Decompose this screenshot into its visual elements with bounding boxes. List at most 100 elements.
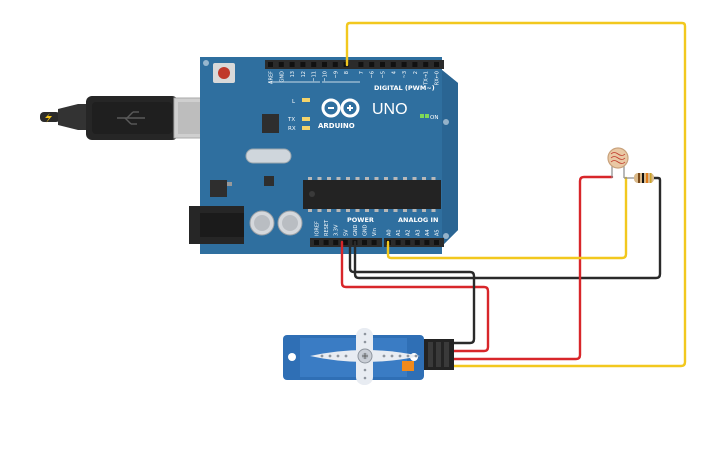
chip-pin [393,177,398,180]
servo-horn[interactable] [310,328,420,385]
header-pin[interactable] [323,240,329,245]
wire-a0-yellow[interactable] [386,176,628,260]
photoresistor[interactable] [607,147,629,178]
horn-hole [320,354,324,358]
header-pin[interactable] [268,62,273,67]
chip-pin [422,209,426,212]
chip-pin [327,177,331,180]
power-header-label: POWER [347,216,374,224]
header-pin[interactable] [412,62,418,67]
digital-pin-label: RX←0 [435,71,441,85]
chip-pin [327,209,331,212]
arduino-logo-icon [321,98,360,118]
header-pin[interactable] [322,62,327,67]
led-tx-label: TX [287,117,295,123]
capacitor [249,210,275,236]
header-pin[interactable] [405,240,411,245]
header-pin[interactable] [401,62,407,67]
digital-pin-label: 2 [413,71,419,74]
header-pin[interactable] [369,62,375,67]
horn-hole [336,354,340,358]
header-pin[interactable] [278,62,284,67]
digital-header-label: DIGITAL (PWM~) [374,84,435,92]
header-pin[interactable] [311,62,317,67]
horn-hole [390,354,394,358]
servo-motor[interactable] [283,328,454,385]
power-jack [189,206,244,244]
wire-gnd-black[interactable] [348,240,476,345]
header-pin[interactable] [434,240,439,245]
header-pin[interactable] [434,62,439,67]
analog-header-label: ANALOG IN [398,216,438,224]
header-pin[interactable] [333,240,339,245]
analog-pin-label: A0 [387,229,393,236]
header-pin[interactable] [424,240,430,245]
header-pin[interactable] [289,62,295,67]
chip-pin [374,177,379,180]
chip-pin [422,177,426,180]
horn-hole [363,368,367,372]
brand-label: ARDUINO [318,122,355,130]
power-pin-label: Vin [372,228,378,236]
header-pin[interactable] [423,62,429,67]
led-rx-label: RX [288,126,296,132]
chip-pin [431,209,436,212]
analog-pin-label: A3 [415,229,421,236]
chip-pin [346,209,350,212]
header-pin[interactable] [395,240,401,245]
digital-header[interactable] [265,60,444,69]
resistor[interactable] [624,173,654,183]
chip-pin [384,177,388,180]
header-pin[interactable] [300,62,306,67]
digital-pin-label: GND [279,71,285,83]
header-pin[interactable] [371,240,377,245]
digital-pin-label: ~9 [333,71,339,78]
header-pin[interactable] [314,240,319,245]
crystal [245,148,292,164]
header-pin[interactable] [414,240,420,245]
header-pin[interactable] [380,62,385,67]
digital-pin-label: ~11 [312,71,318,82]
digital-pin-label: 7 [359,71,365,74]
chip-pin [384,209,388,212]
wire-signal-yellow[interactable] [345,21,687,368]
regulator [210,180,227,197]
reset-button[interactable] [213,63,235,83]
led-l-label: L [292,99,296,105]
wire-5v-red[interactable] [340,240,490,353]
horn-hole [344,354,348,358]
chip-pin [374,209,379,212]
chip-pin [346,177,350,180]
wire-gnd-resistor[interactable] [353,176,662,280]
analog-pin-label: A5 [435,229,441,236]
header-pin[interactable] [358,62,364,67]
digital-pin-label: 13 [290,71,296,77]
power-pin-label: GND [363,224,369,236]
digital-pin-label: TX→1 [424,71,430,86]
horn-hole [398,354,402,358]
chip-pin [403,209,407,212]
wire-ldr-red[interactable] [452,175,614,361]
digital-pin-label: 12 [301,71,307,77]
header-pin[interactable] [342,240,348,245]
header-pin[interactable] [362,240,367,245]
power-pin-label: 3.3V [334,224,340,236]
digital-pin-label: 8 [344,71,350,74]
analog-pin-label: A2 [406,229,412,236]
header-pin[interactable] [390,62,396,67]
header-pin[interactable] [332,62,338,67]
horn-hole [328,354,332,358]
horn-hole [406,354,410,358]
digital-pin-label: ~6 [370,71,376,78]
horn-hole [414,354,418,358]
chip-pin [412,177,417,180]
usb-chip [262,114,279,133]
chip-pin [355,209,360,212]
analog-pin-label: A1 [396,229,402,236]
chip-pin [317,209,322,212]
digital-pin-label: 4 [391,71,397,74]
analog-header[interactable] [384,238,444,247]
